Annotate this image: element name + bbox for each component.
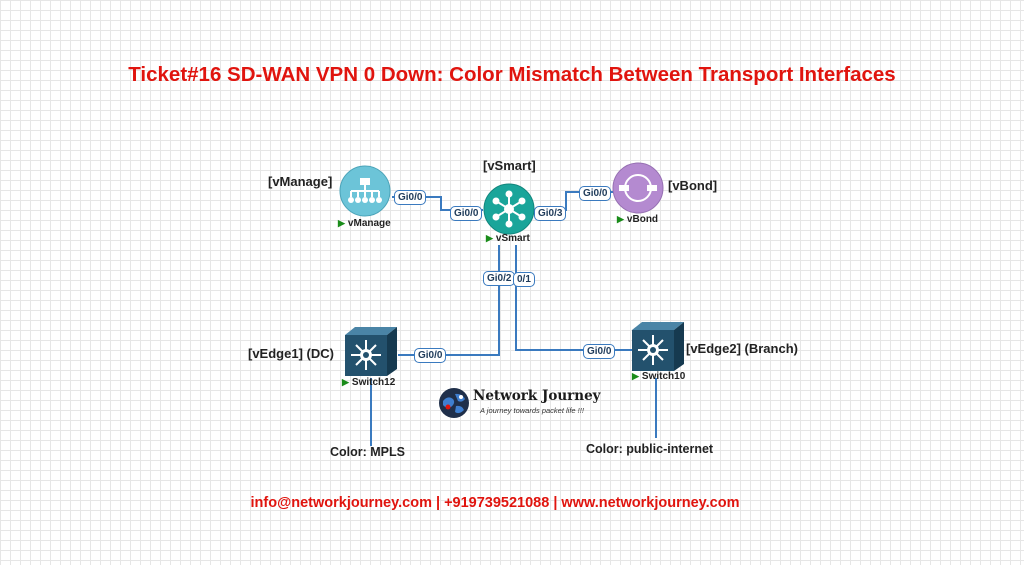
play-icon: ▶ xyxy=(342,377,349,387)
vedge1-color-label: Color: MPLS xyxy=(330,445,405,459)
vedge2-color-label: Color: public-internet xyxy=(586,442,714,456)
play-icon: ▶ xyxy=(632,371,639,381)
vedge2-caption: ▶Switch10 xyxy=(632,371,686,382)
link-vsmart-vedge2 xyxy=(515,245,632,351)
vedge2-label: [vEdge2] (Branch) xyxy=(686,341,798,356)
logo-name: Network Journey xyxy=(473,388,601,404)
port-vbond-gi00: Gi0/0 xyxy=(579,186,612,201)
page-title: Ticket#16 SD-WAN VPN 0 Down: Color Misma… xyxy=(128,63,896,86)
vsmart-label: [vSmart] xyxy=(483,158,536,173)
contact-footer: info@networkjourney.com | +919739521088 … xyxy=(250,495,740,511)
link-vsmart-vedge1 xyxy=(398,245,500,356)
play-icon: ▶ xyxy=(617,214,624,224)
vmanage-label: [vManage] xyxy=(268,174,333,189)
vmanage-caption: ▶vManage xyxy=(338,218,391,229)
vsmart-star-icon[interactable] xyxy=(483,183,535,235)
port-vmanage-gi00: Gi0/0 xyxy=(394,190,427,205)
logo-tagline: A journey towards packet life !!! xyxy=(480,406,584,415)
globe-logo-icon xyxy=(438,387,470,419)
layer3-switch-icon[interactable] xyxy=(630,320,686,372)
port-vsmart-gi01: 0/1 xyxy=(513,272,535,287)
port-vsmart-gi03: Gi0/3 xyxy=(534,206,567,221)
layer3-switch-icon[interactable] xyxy=(343,325,399,377)
vsmart-caption: ▶vSmart xyxy=(486,233,530,244)
play-icon: ▶ xyxy=(338,218,345,228)
port-vedge2-gi00: Gi0/0 xyxy=(583,344,616,359)
vedge1-caption: ▶Switch12 xyxy=(342,377,396,388)
port-vsmart-gi00: Gi0/0 xyxy=(450,206,483,221)
vbond-label: [vBond] xyxy=(668,178,718,193)
port-vedge1-gi00: Gi0/0 xyxy=(414,348,447,363)
vbond-ring-icon[interactable] xyxy=(612,162,664,214)
vbond-caption: ▶vBond xyxy=(617,214,659,225)
vmanage-hub-icon[interactable] xyxy=(339,165,391,217)
port-vsmart-gi02: Gi0/2 xyxy=(483,271,516,286)
play-icon: ▶ xyxy=(486,233,493,243)
vedge1-label: [vEdge1] (DC) xyxy=(248,346,334,361)
